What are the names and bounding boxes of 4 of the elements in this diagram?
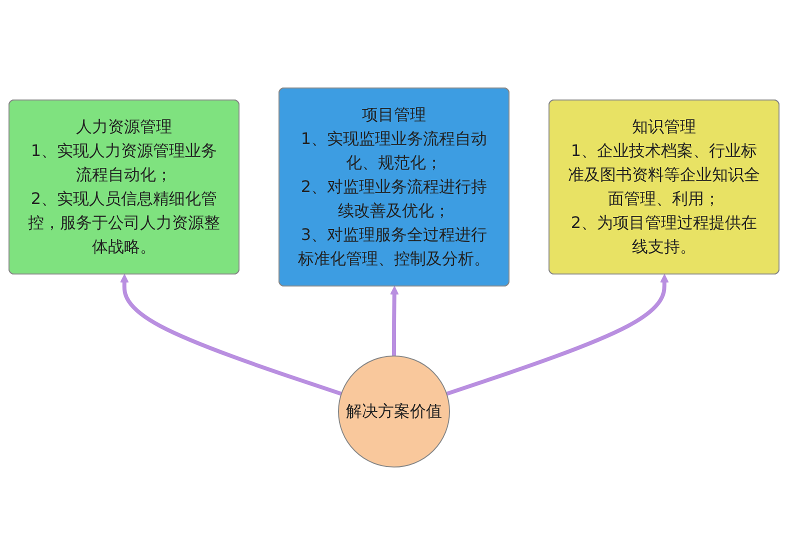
arrow (390, 286, 399, 356)
node-circle: 解决方案价值 (338, 356, 450, 468)
arrow (446, 274, 669, 396)
arrow (120, 274, 342, 396)
